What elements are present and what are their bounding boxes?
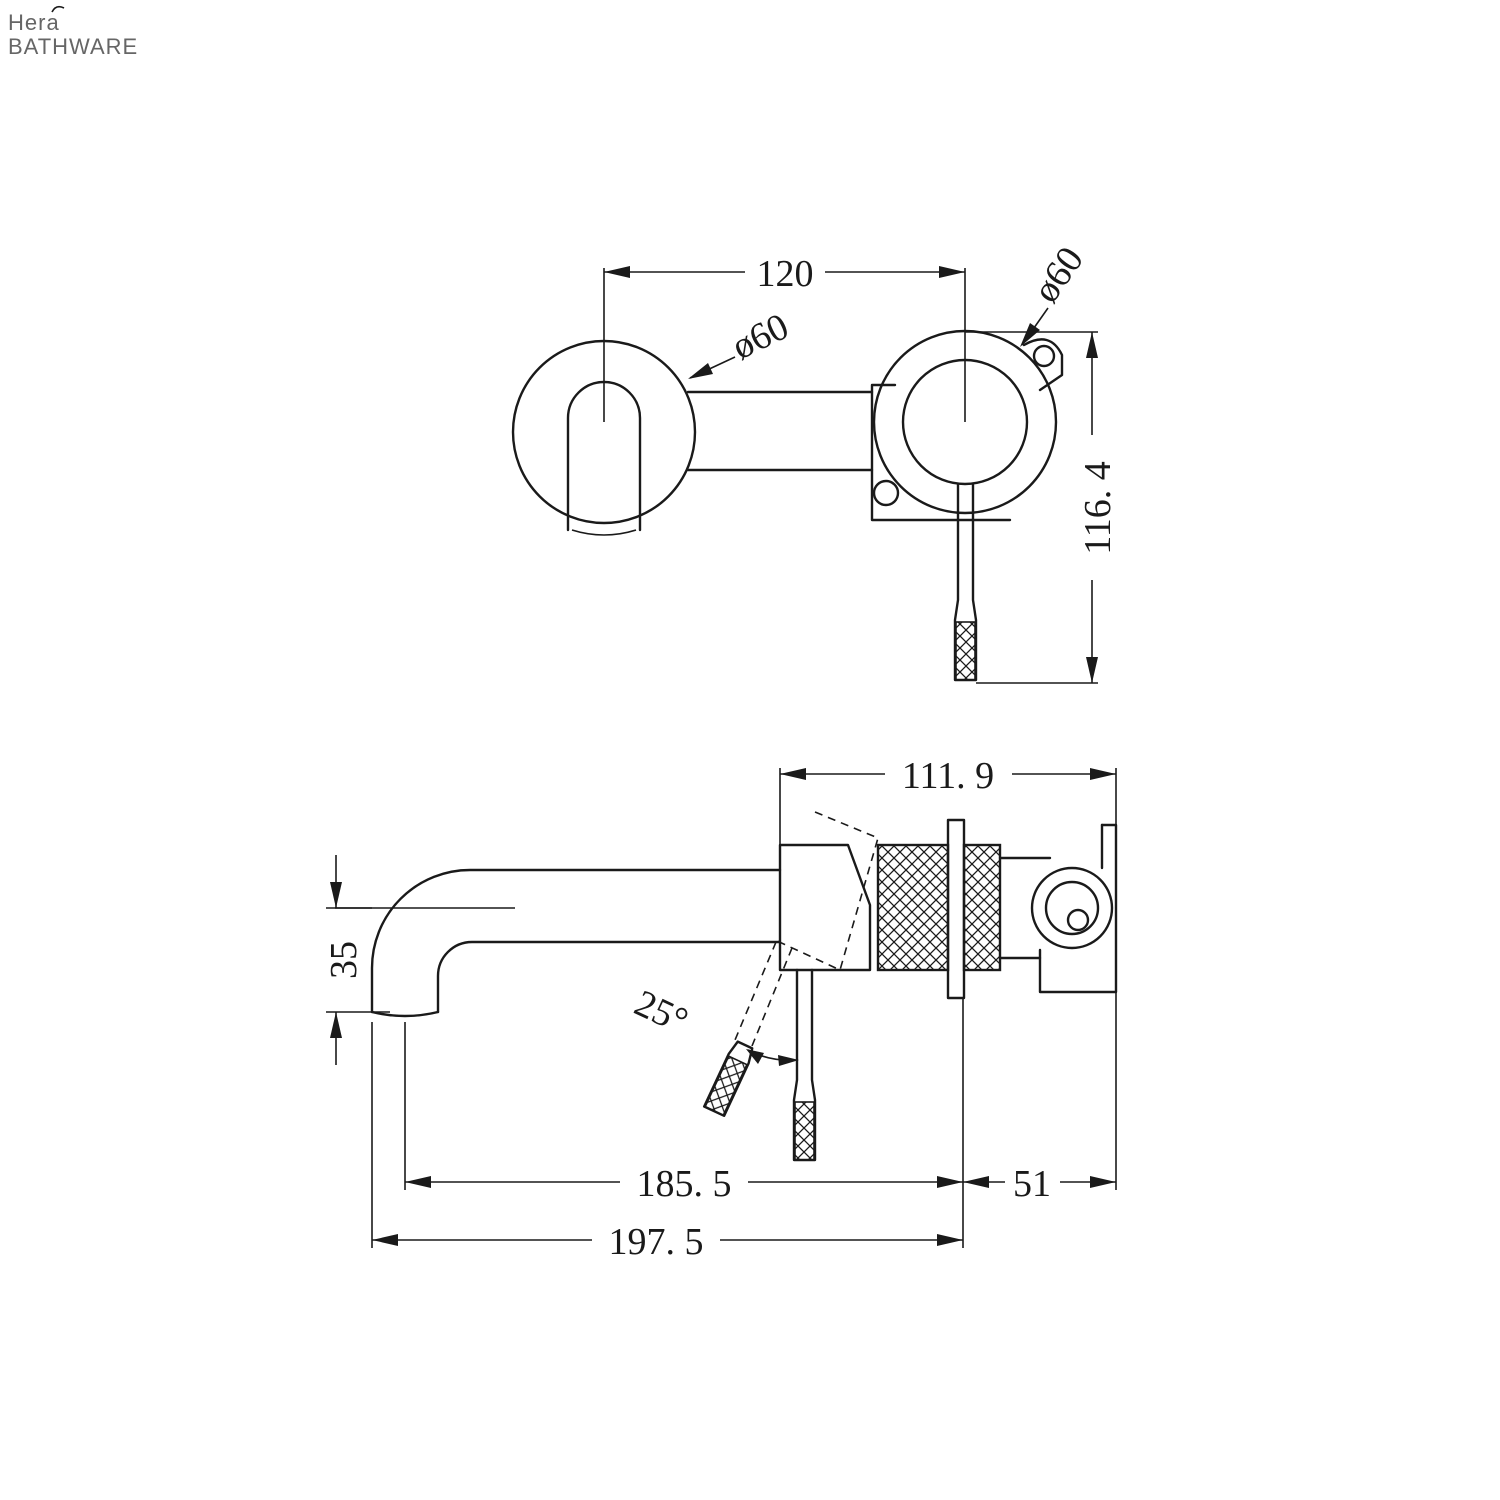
brand-name-text: Hera [8,10,60,35]
bracket-hole-right [1032,344,1056,368]
dim-spout-reach-label: 185. 5 [637,1163,732,1205]
valve-cartridge [1030,866,1114,950]
spout-outer [370,868,782,1014]
dim-185-5-and-51: 185. 5 51 [404,992,1117,1248]
lever-ghost-line-1 [734,941,777,1041]
dim-width-label: 120 [757,253,814,295]
dim-35: 35 [323,855,390,1065]
dim-spout-diameter-label: ø60 [726,305,796,368]
brand-subtitle-text: BATHWARE [8,34,138,59]
dim-25-degree: 25° [628,982,799,1066]
wall-plate [946,818,966,1000]
center-lines [603,268,966,422]
dim-total-length-label: 197. 5 [609,1221,704,1263]
dim-116-4: 116. 4 [965,331,1119,684]
valve-port [1066,908,1090,932]
dim-197-5: 197. 5 [371,1022,963,1263]
lever-ghost-line-2 [751,947,793,1047]
spout-aerator [571,529,637,536]
dim-mixer-diameter: ø60 [1020,239,1092,347]
spout-outlet [370,1010,440,1018]
mixer-body [778,843,872,972]
handle-knurl-side [794,1101,815,1161]
dim-111-9: 111. 9 [779,755,1117,845]
valve-stem [998,856,1052,960]
dim-spout-height-label: 35 [323,941,365,979]
valve-cartridge-inner [1044,880,1100,936]
spout-inner [436,940,782,1014]
dim-120: 120 [604,253,965,295]
knurled-sleeve-back [962,843,1002,972]
body-rotated-ghost [774,811,879,972]
bracket-hole-left [872,479,900,507]
dim-height-label: 116. 4 [1077,461,1119,555]
handle-lever-rotated [702,1040,754,1118]
valve-housing [1038,823,1118,994]
dim-backplate-label: 51 [1013,1163,1051,1205]
front-view [511,268,1064,682]
side-view [335,811,1118,1162]
connector-body [686,390,874,472]
dim-mixer-diameter-label: ø60 [1025,239,1092,310]
bracket-ear [1022,338,1064,392]
dim-handle-angle-label: 25° [628,982,694,1043]
knurled-sleeve [876,843,950,972]
mounting-bracket [870,383,1012,522]
dim-spout-diameter: ø60 [688,305,795,379]
brand-swoosh-icon [51,5,65,13]
dim-body-depth-label: 111. 9 [902,755,994,797]
handle-knurl-front [955,621,976,681]
brand-logo: Hera BATHWARE [8,5,138,59]
